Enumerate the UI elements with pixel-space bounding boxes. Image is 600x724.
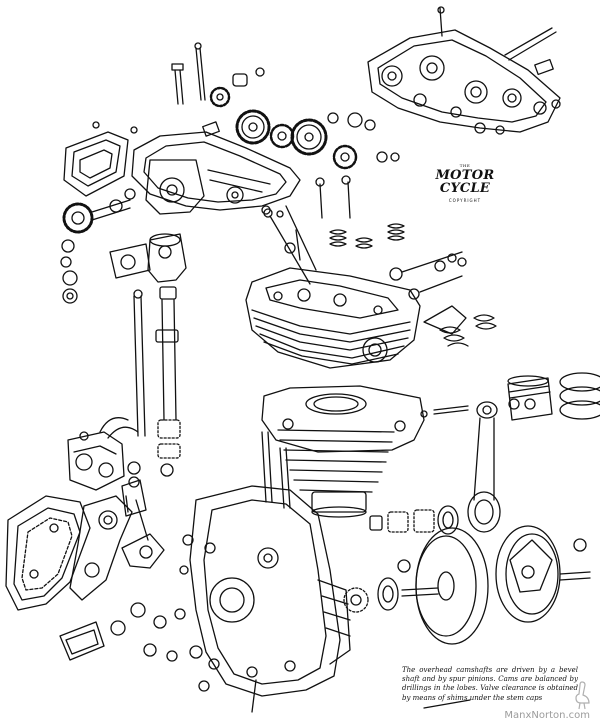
bevel-gear-assembly xyxy=(61,189,135,303)
site-watermark: ManxNorton.com xyxy=(504,710,590,721)
valve-gear xyxy=(264,176,496,346)
motor-cycle-logo: THE MOTOR CYCLE COPYRIGHT xyxy=(414,163,516,203)
connecting-rod xyxy=(434,399,519,532)
logo-wordmark: MOTOR CYCLE xyxy=(435,168,495,196)
bevel-cover xyxy=(64,122,137,196)
gasket xyxy=(424,700,470,708)
vertical-bevel-shaft xyxy=(134,287,180,476)
watermark-text: ManxNorton.com xyxy=(504,710,590,721)
bearings-row xyxy=(370,411,458,534)
cylinder-head xyxy=(246,268,420,368)
bevel-housing xyxy=(110,234,186,282)
cambox xyxy=(132,132,300,217)
timing-case xyxy=(70,480,148,600)
copyright-label: COPYRIGHT xyxy=(448,198,482,203)
logo-small-label: THE xyxy=(459,163,471,168)
cylinder-barrel xyxy=(262,386,424,517)
main-bearings xyxy=(344,560,410,612)
piston-and-rings xyxy=(508,373,600,420)
magneto xyxy=(68,418,140,490)
oil-pump-parts xyxy=(60,496,219,691)
crankcase xyxy=(190,432,350,712)
chain-case xyxy=(6,496,90,610)
cam-housing-cover xyxy=(368,7,560,134)
flywheel-left xyxy=(402,528,488,644)
ostrich-icon xyxy=(575,681,590,710)
flywheel-right xyxy=(496,526,590,622)
figure-caption: The overhead camshafts are driven by a b… xyxy=(402,666,578,702)
cam-gear-train xyxy=(172,43,399,168)
